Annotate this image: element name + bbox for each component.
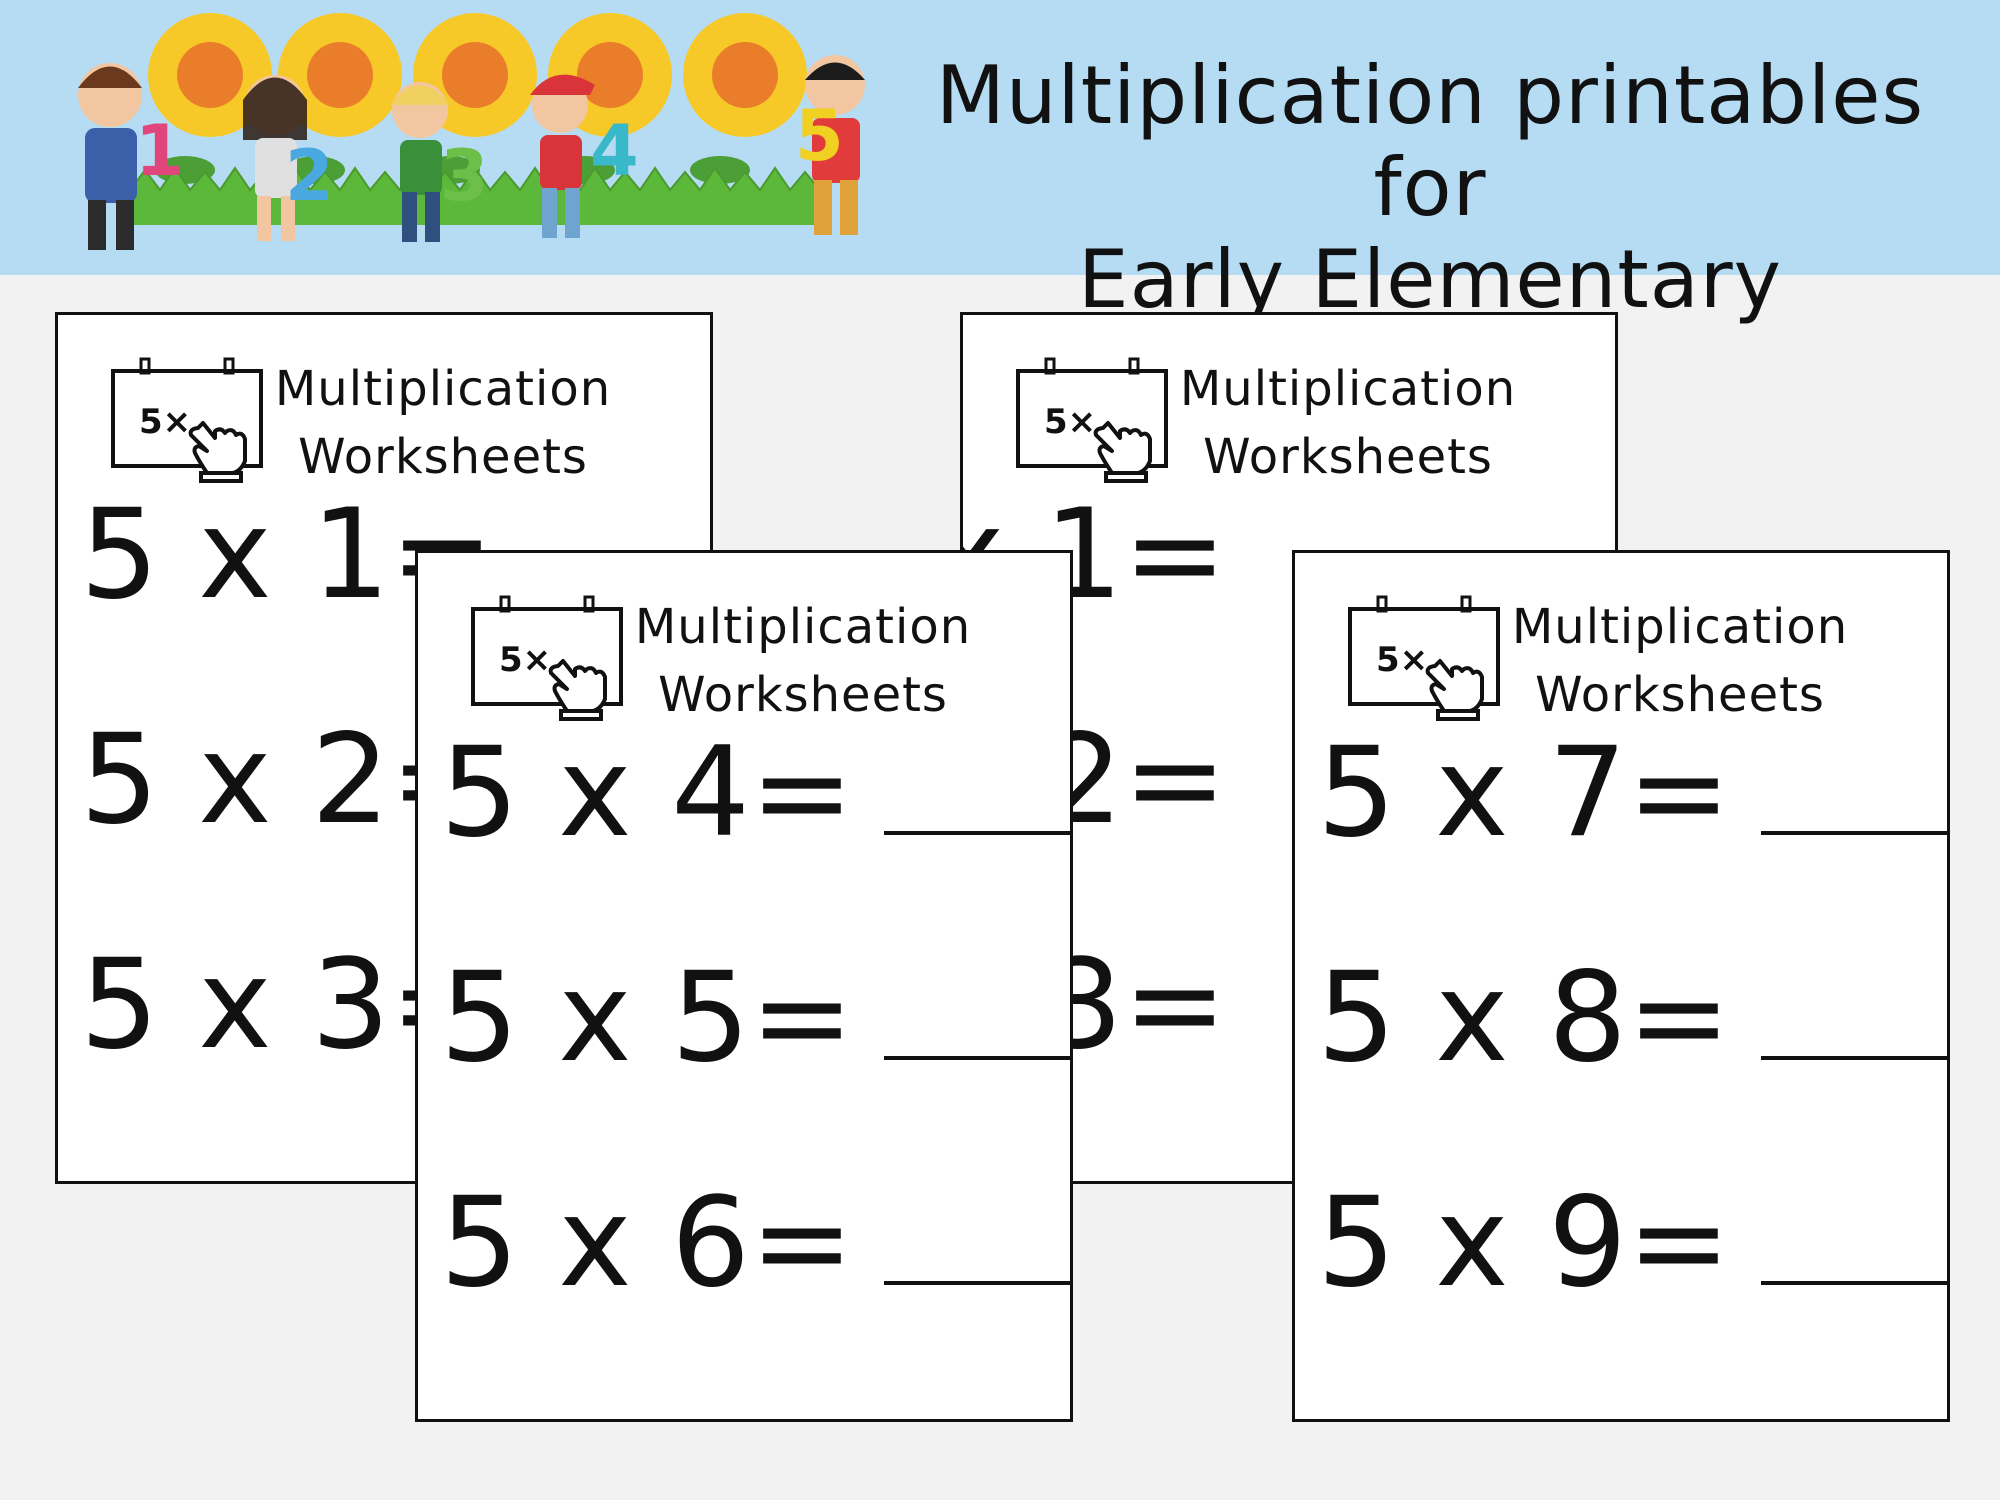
worksheet-page-3: 5× Multiplication Worksheets 5 x 4= 5 x … xyxy=(415,550,1073,1422)
whiteboard-hand-icon: 5× xyxy=(1348,595,1500,721)
answer-blank[interactable] xyxy=(883,1281,1070,1285)
title-line-1: Multiplication printables for xyxy=(935,49,1925,234)
kids-sunflowers-illustration: 1 2 3 4 5 xyxy=(78,13,865,250)
equation-text: 5 x 7= xyxy=(1317,721,1731,865)
heading-line-2: Worksheets xyxy=(658,667,948,723)
svg-text:5×: 5× xyxy=(1376,640,1428,680)
child-figure xyxy=(530,74,595,238)
equation-row: 5 x 9= xyxy=(1317,1178,1947,1308)
heading-line-2: Worksheets xyxy=(1535,667,1825,723)
number-2-art: 2 xyxy=(285,135,334,217)
answer-blank[interactable] xyxy=(883,831,1070,835)
header-banner: 1 2 3 4 5 Multiplication printables for … xyxy=(0,0,2000,326)
heading-line-1: Multiplication xyxy=(274,361,612,417)
equation-text: 5 x 6= xyxy=(440,1171,854,1315)
child-figure xyxy=(243,75,307,241)
equation-text: 5 x 4= xyxy=(440,721,854,865)
equation-row: 5 x 8= xyxy=(1317,953,1947,1083)
equation-text: 5 x 9= xyxy=(1317,1171,1731,1315)
answer-blank[interactable] xyxy=(883,1056,1070,1060)
worksheet-heading: Multiplication Worksheets xyxy=(633,593,973,729)
number-4-art: 4 xyxy=(590,110,639,192)
child-figure xyxy=(390,82,450,242)
equation-text: 5 x 8= xyxy=(1317,946,1731,1090)
sunflower-icon xyxy=(683,13,807,137)
child-figure xyxy=(805,55,865,235)
equation-text: 5 x 5= xyxy=(440,946,854,1090)
worksheet-heading: Multiplication Worksheets xyxy=(1510,593,1850,729)
page-title: Multiplication printables for Early Elem… xyxy=(900,50,1960,326)
equation-row: 5 x 4= xyxy=(440,728,1070,858)
whiteboard-hand-icon: 5× xyxy=(471,595,623,721)
sunflower-icon xyxy=(278,13,402,137)
equation-row: 5 x 6= xyxy=(440,1178,1070,1308)
svg-text:5×: 5× xyxy=(499,640,551,680)
worksheet-page-4: 5× Multiplication Worksheets 5 x 7= 5 x … xyxy=(1292,550,1950,1422)
answer-blank[interactable] xyxy=(1760,1056,1947,1060)
number-5-art: 5 xyxy=(795,95,844,177)
number-3-art: 3 xyxy=(440,135,489,217)
heading-line-1: Multiplication xyxy=(634,599,972,655)
heading-line-2: Worksheets xyxy=(298,429,588,485)
number-1-art: 1 xyxy=(135,110,184,192)
heading-line-1: Multiplication xyxy=(1511,599,1849,655)
svg-text:5×: 5× xyxy=(1044,402,1096,442)
sunflower-icon xyxy=(148,13,272,137)
whiteboard-hand-icon: 5× xyxy=(1016,357,1168,483)
answer-blank[interactable] xyxy=(1760,831,1947,835)
whiteboard-hand-icon: 5× xyxy=(111,357,263,483)
worksheet-heading: Multiplication Worksheets xyxy=(1178,355,1518,491)
child-figure xyxy=(78,63,142,250)
title-line-2: Early Elementary xyxy=(1078,233,1782,326)
heading-line-2: Worksheets xyxy=(1203,429,1493,485)
equation-row: 5 x 5= xyxy=(440,953,1070,1083)
worksheet-heading: Multiplication Worksheets xyxy=(273,355,613,491)
heading-line-1: Multiplication xyxy=(1179,361,1517,417)
answer-blank[interactable] xyxy=(1760,1281,1947,1285)
svg-text:5×: 5× xyxy=(139,402,191,442)
equation-row: 5 x 7= xyxy=(1317,728,1947,858)
